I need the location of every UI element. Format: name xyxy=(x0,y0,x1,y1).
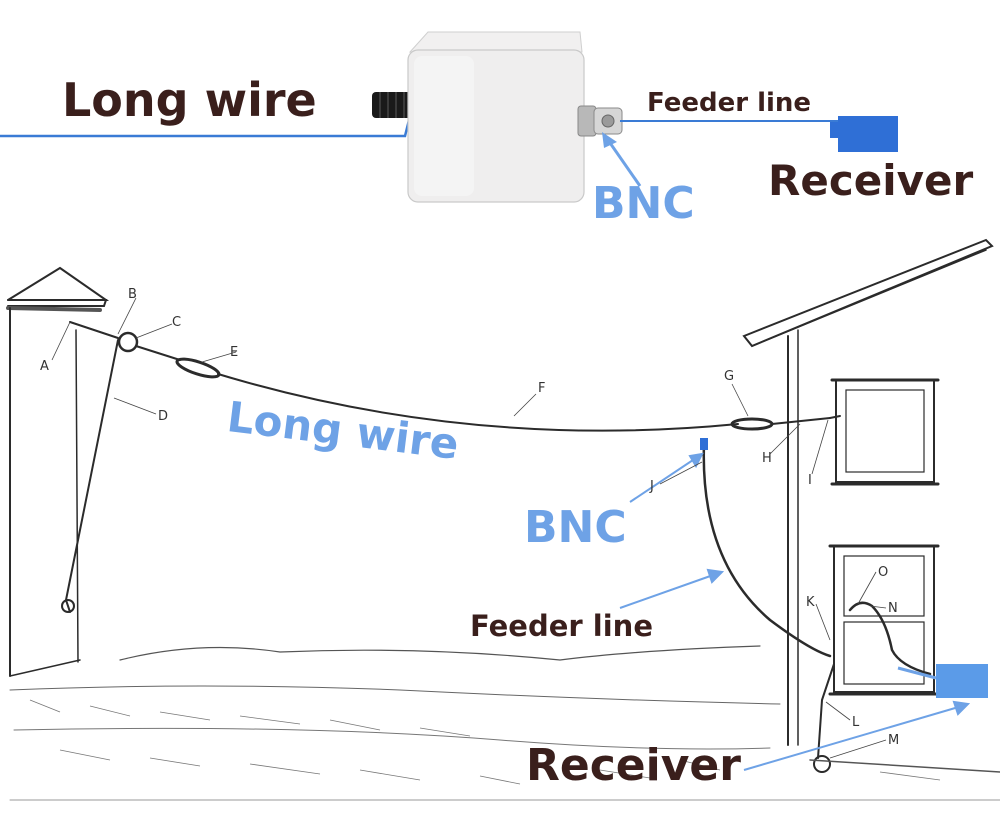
sketch-receiver-label: Receiver xyxy=(526,740,741,791)
letter-c: C xyxy=(172,315,181,330)
left-house xyxy=(6,266,110,677)
letter-k: K xyxy=(806,595,815,610)
support-rope xyxy=(65,339,119,613)
sketch-bnc-marker xyxy=(700,438,708,450)
letter-b: B xyxy=(128,287,137,302)
top-bnc-label: BNC xyxy=(592,178,695,229)
sketch-bnc-label: BNC xyxy=(524,502,627,553)
letter-m: M xyxy=(888,733,899,748)
letter-a: A xyxy=(40,359,49,374)
right-house xyxy=(742,238,994,746)
letter-j: J xyxy=(649,479,654,494)
top-receiver-block xyxy=(830,116,898,152)
letter-h: H xyxy=(762,451,772,466)
top-feeder-line-label: Feeder line xyxy=(647,88,812,118)
sketch-feeder-line-label: Feeder line xyxy=(470,609,653,643)
ground-lead xyxy=(817,663,835,759)
ground-hatching xyxy=(29,699,941,785)
sketch-receiver-block xyxy=(936,664,988,698)
sketch-receiver-cable xyxy=(897,666,937,680)
left-insulators xyxy=(69,321,221,379)
lead-in-wire xyxy=(848,601,932,676)
letter-o: O xyxy=(878,565,888,580)
bnc-connector xyxy=(577,105,623,137)
terminal-knob xyxy=(372,92,412,118)
letter-d: D xyxy=(158,409,168,424)
letter-n: N xyxy=(888,601,898,616)
top-illustration xyxy=(0,31,898,203)
top-bnc-arrow xyxy=(602,132,642,187)
letter-f: F xyxy=(538,381,545,396)
letter-g: G xyxy=(724,369,734,384)
right-insulator xyxy=(730,415,841,431)
sketch-long-wire xyxy=(217,373,739,432)
balun-box xyxy=(407,31,585,203)
letter-i: I xyxy=(808,473,812,488)
sketch-feeder-line xyxy=(702,442,832,658)
letter-l: L xyxy=(852,715,860,730)
top-long-wire-label: Long wire xyxy=(62,73,317,127)
sketch-arrows xyxy=(619,452,971,771)
top-receiver-label: Receiver xyxy=(768,156,974,205)
ground-landscape xyxy=(9,645,1000,801)
